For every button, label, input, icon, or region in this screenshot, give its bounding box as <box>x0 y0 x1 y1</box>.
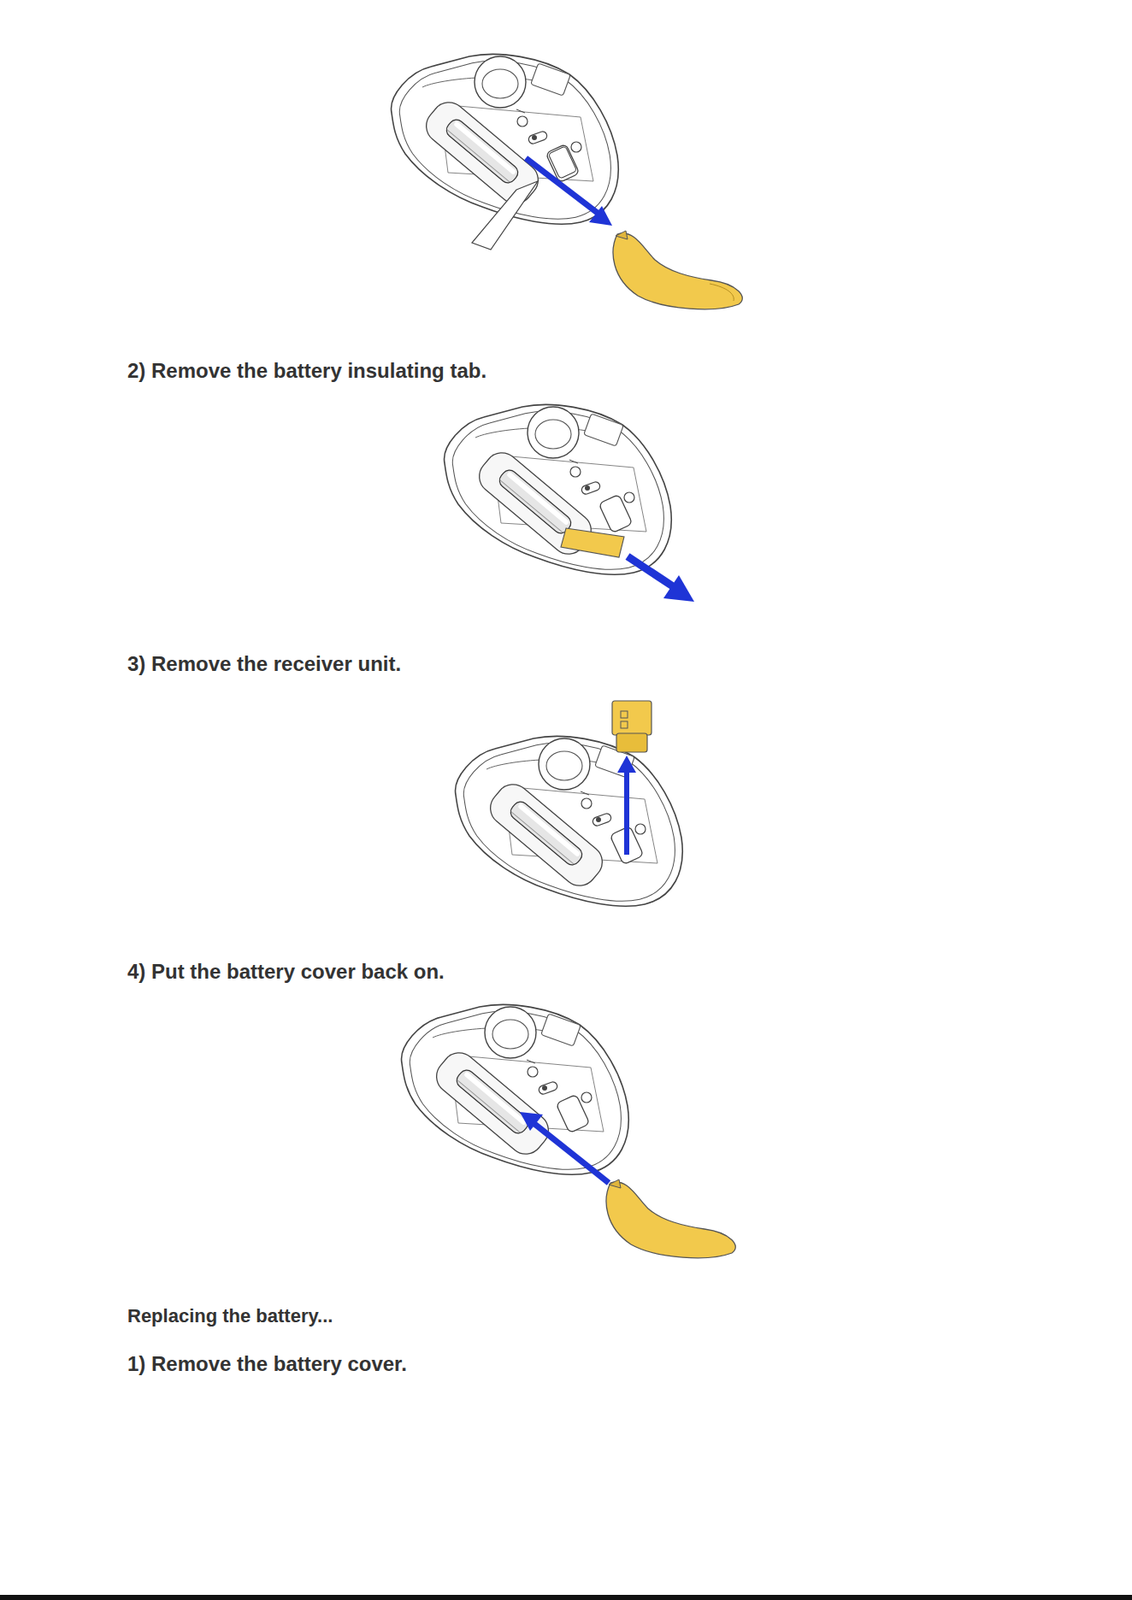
figure-remove-cover <box>391 54 620 250</box>
receiver-unit <box>612 701 652 753</box>
mouse-underside <box>455 736 684 908</box>
step-instruction: 3) Remove the receiver unit. <box>127 652 401 677</box>
step-instruction: 2) Remove the battery insulating tab. <box>127 359 487 384</box>
section-heading: Replacing the battery... <box>127 1305 333 1328</box>
direction-arrow <box>617 755 637 855</box>
insulating-tab <box>471 181 538 250</box>
direction-arrow <box>627 556 695 602</box>
mouse-underside <box>391 54 620 225</box>
figure-replace-cover <box>401 1005 630 1176</box>
insulating-tab <box>560 528 625 558</box>
step-instruction: 4) Put the battery cover back on. <box>127 960 445 985</box>
battery-cover <box>613 230 743 310</box>
battery-cover <box>606 1179 736 1259</box>
figure-remove-tab <box>444 405 673 576</box>
mouse-underside <box>401 1005 630 1176</box>
figure-remove-receiver <box>455 736 684 908</box>
direction-arrow <box>519 1112 609 1184</box>
direction-arrow <box>525 158 613 226</box>
page-bottom-rule <box>0 1595 1132 1600</box>
step-instruction: 1) Remove the battery cover. <box>127 1352 407 1377</box>
mouse-underside <box>444 405 673 576</box>
